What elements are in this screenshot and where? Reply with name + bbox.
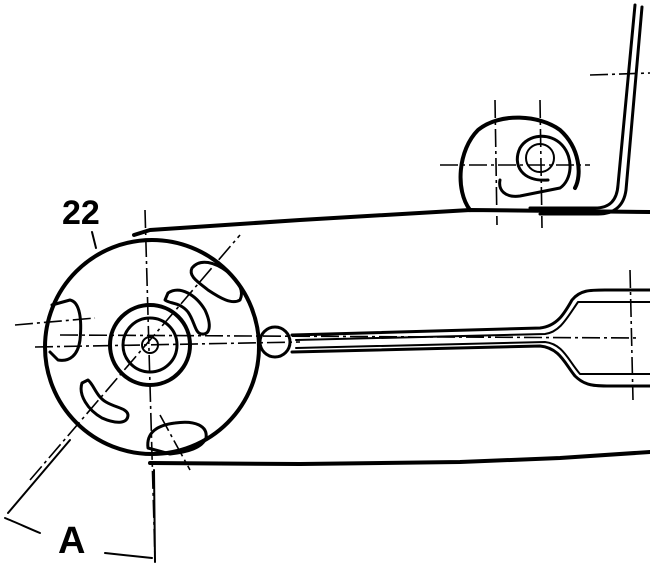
notch-right <box>189 260 243 304</box>
notch-bottom <box>146 420 208 456</box>
angle-dimension-label: A <box>58 520 86 562</box>
dimension-angle-a <box>4 439 156 563</box>
rod-link <box>258 288 650 388</box>
curved-slot-lower <box>79 378 130 424</box>
part-number-label: 22 <box>62 194 100 232</box>
hinge-spring <box>458 3 644 216</box>
part-leader-line <box>91 231 97 249</box>
curved-slot-upper <box>163 288 211 336</box>
notch-left <box>48 298 83 362</box>
centerlines <box>14 72 650 561</box>
lever-arm <box>132 208 650 466</box>
